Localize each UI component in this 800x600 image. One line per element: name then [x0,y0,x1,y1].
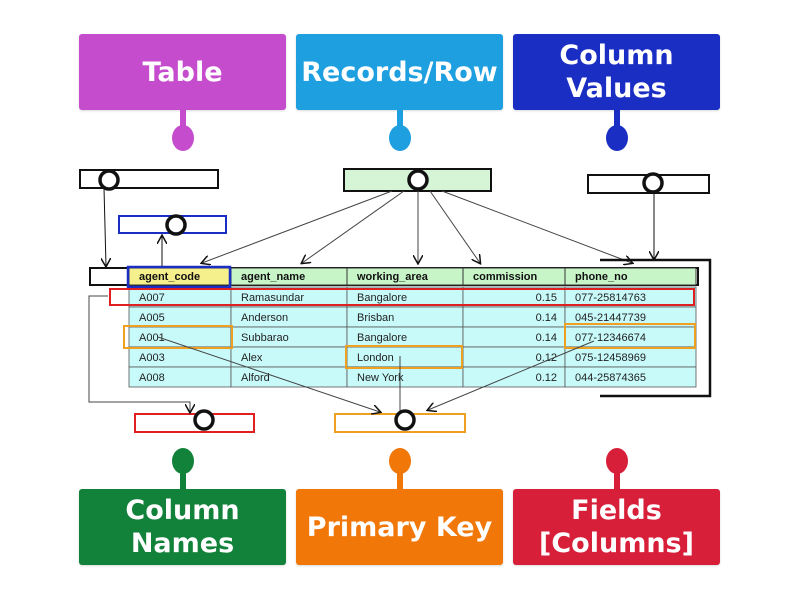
cell-value: 075-12458969 [575,352,646,364]
label-text: Records/Row [301,56,498,88]
cell-value: A003 [139,352,165,364]
slot-handle [193,409,215,431]
cell-value: 044-25874365 [575,372,646,384]
cell-value: Anderson [241,312,288,324]
connector-line [202,190,393,263]
cell-value: Brisban [357,312,394,324]
cell-value: Ramasundar [241,292,304,304]
column-header-working-area: working_area [356,271,429,283]
cell-value: Subbarao [241,332,289,344]
label-text: Column Values [559,40,674,104]
connector-line [441,190,632,263]
label-text: Primary Key [306,511,493,543]
label-text: Fields [Columns] [539,495,694,559]
cell-value: 0.14 [536,332,557,344]
highlight-column-name [126,265,232,289]
column-header-agent-code: agent_code [139,271,200,283]
connector-line [428,340,595,410]
slot-handle [394,409,416,431]
pin-stem [180,110,186,130]
cell-value: A005 [139,312,165,324]
pin-stem [397,110,403,130]
label-card-fields-columns[interactable]: Fields [Columns] [513,489,720,565]
pin-dot-primary-key[interactable] [389,448,411,474]
header-cell [564,267,697,286]
cell-value: A008 [139,372,165,384]
slot-handle [642,172,664,194]
label-text: Table [142,56,223,88]
pin-dot-fields-columns[interactable] [606,448,628,474]
cell-value: 0.15 [536,292,557,304]
label-card-primary-key[interactable]: Primary Key [296,489,503,565]
label-card-column-names[interactable]: Column Names [79,489,286,565]
pin-dot-column-names[interactable] [172,448,194,474]
cell-value: Alex [241,352,263,364]
label-card-column-values[interactable]: Column Values [513,34,720,110]
pin-dot-records-row[interactable] [389,125,411,151]
highlight-column-value [345,345,463,369]
cell-value: 0.12 [536,352,557,364]
slot-handle [407,169,429,191]
pin-dot-column-values[interactable] [606,125,628,151]
connector-line [302,190,405,263]
highlight-column-value [564,323,696,349]
cell-value: Alford [241,372,270,384]
slot-handle [165,214,187,236]
table-cell [564,366,697,388]
connector-line [157,336,380,412]
column-header-commission: commission [473,271,537,283]
connector-line [104,187,106,266]
column-header-phone-no: phone_no [575,271,628,283]
cell-value: A001 [139,332,165,344]
cell-value: 0.14 [536,312,557,324]
cell-value: Bangalore [357,332,407,344]
cell-value: Bangalore [357,292,407,304]
highlight-record-row [109,288,695,306]
label-card-table[interactable]: Table [79,34,286,110]
label-text: Column Names [125,495,240,559]
connector-line [88,295,190,412]
label-card-records-row[interactable]: Records/Row [296,34,503,110]
pin-stem [397,468,403,490]
pin-stem [614,110,620,130]
cell-value: 077-25814763 [575,292,646,304]
cell-value: 0.12 [536,372,557,384]
column-header-agent-name: agent_name [241,271,305,283]
data-table: agent_code agent_name working_area commissi… [89,265,699,388]
pin-dot-table[interactable] [172,125,194,151]
highlight-primary-key [123,325,233,349]
slot-handle [98,169,120,191]
cell-value: London [357,352,394,364]
cell-value: 045-21447739 [575,312,646,324]
pin-stem [180,468,186,490]
cell-value: A007 [139,292,165,304]
pin-stem [614,468,620,490]
fields-bracket [600,258,712,398]
connector-line [429,190,480,263]
cell-value: New York [357,372,404,384]
cell-value: 077-12346674 [575,332,646,344]
